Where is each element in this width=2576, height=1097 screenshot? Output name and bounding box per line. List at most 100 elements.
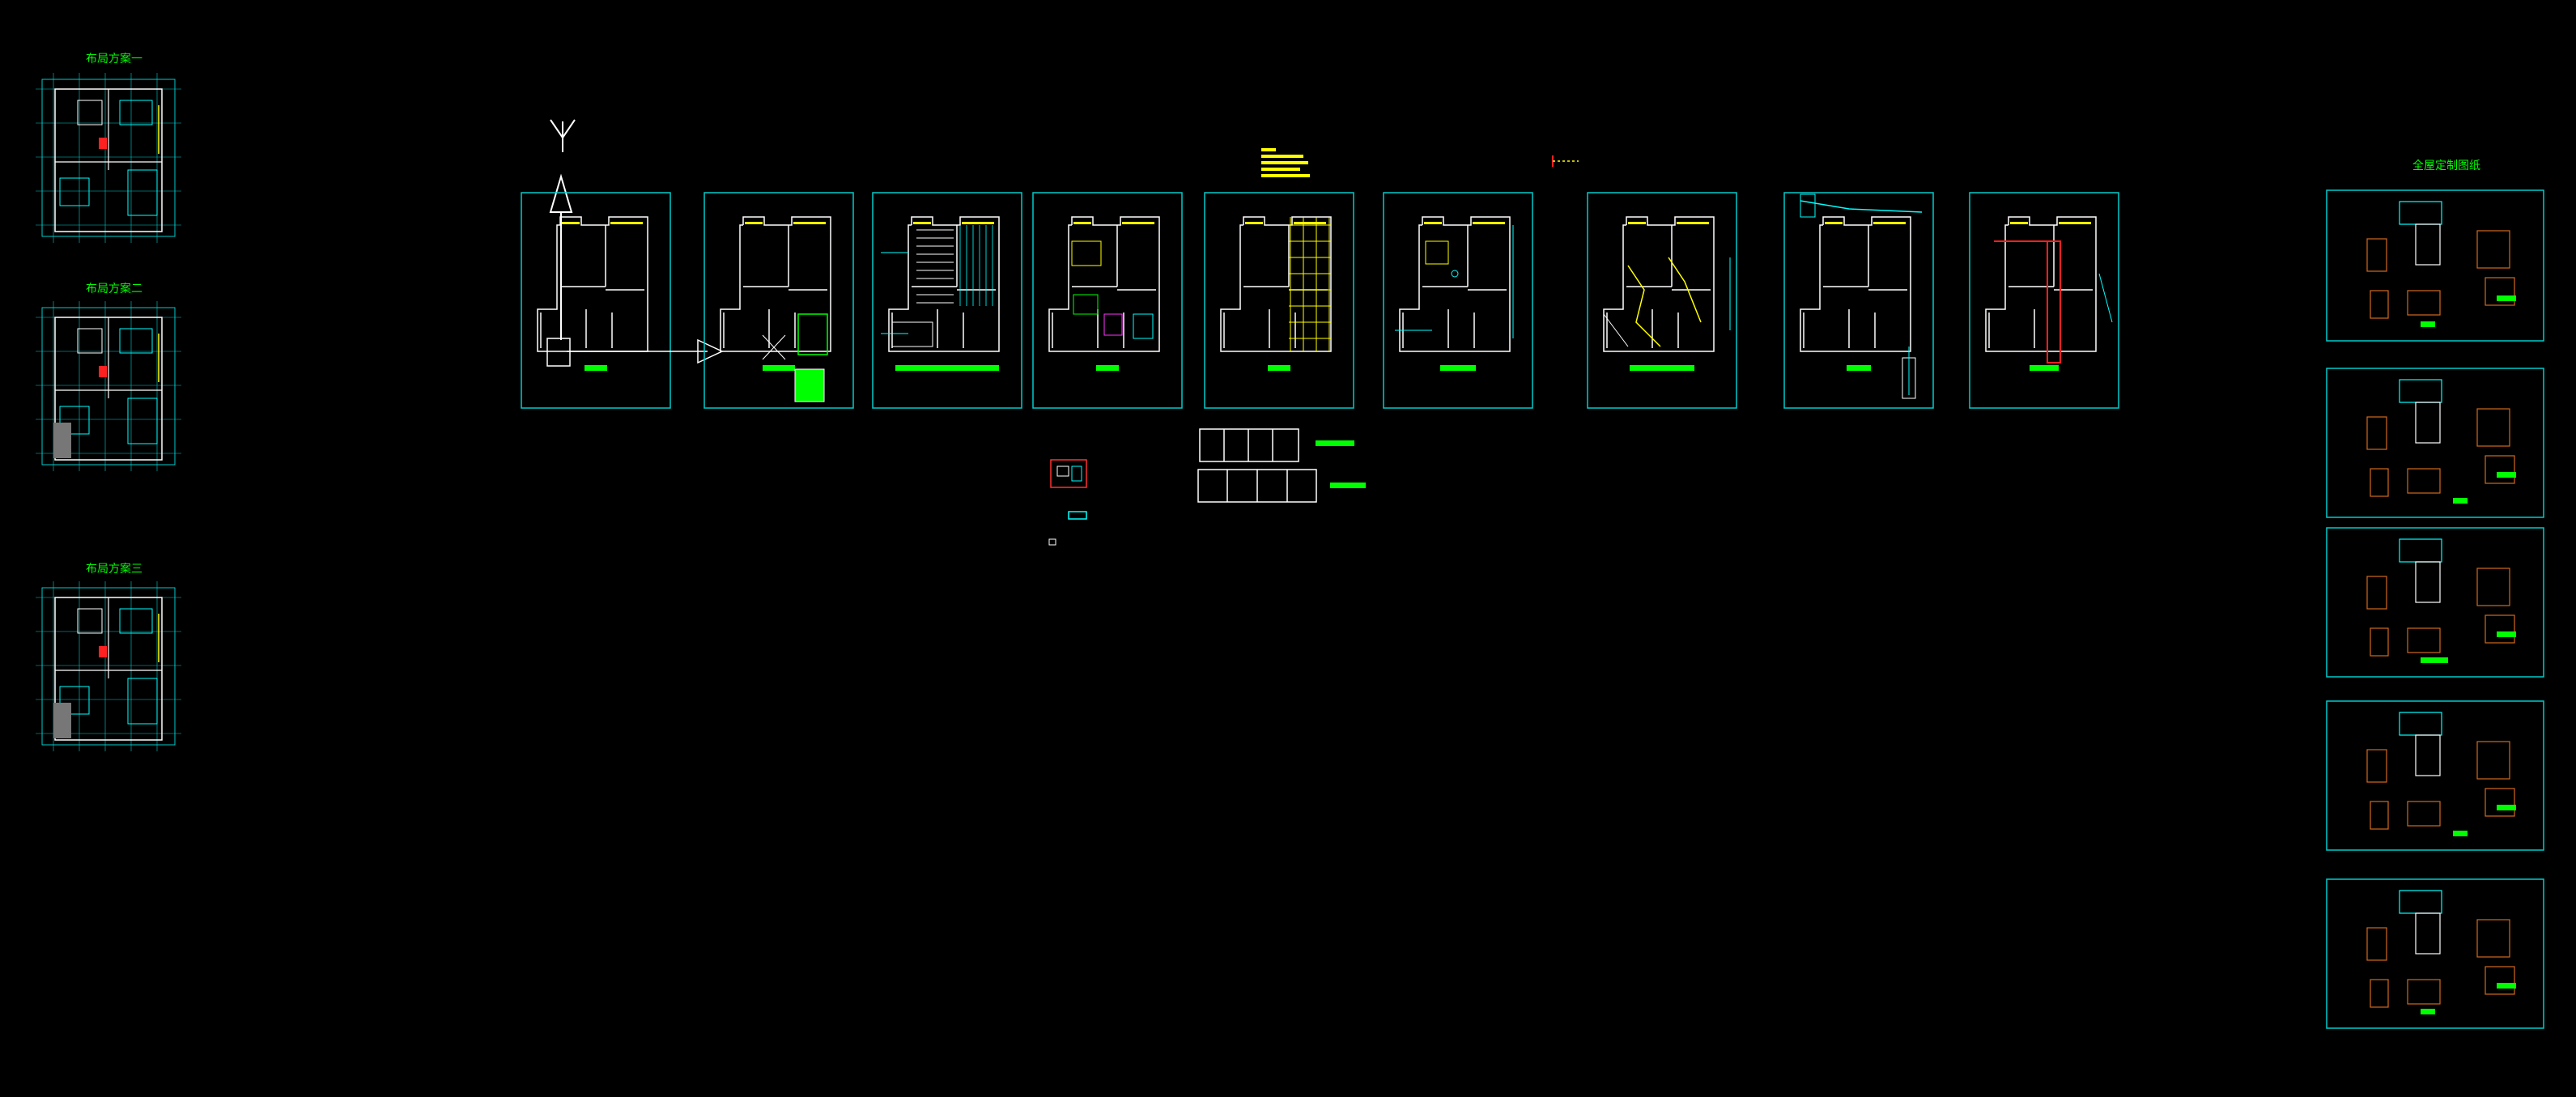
new-wall-block: [794, 368, 825, 402]
sofa-block: [59, 177, 90, 206]
sheet-label-bar: [584, 365, 607, 371]
layout-title-3: 布局方案三: [86, 563, 142, 576]
sheet-label-bar: [1440, 365, 1476, 371]
sheet-label-bar: [2421, 657, 2448, 663]
sheet-frame: [2326, 527, 2544, 678]
marker: [99, 646, 107, 657]
plan-window: [2010, 222, 2028, 224]
sheet-frame: [2326, 700, 2544, 851]
kitchen-block: [127, 169, 158, 216]
drawing-sheet-5: [1204, 192, 1354, 409]
sheet-label-bar: [2421, 1009, 2435, 1014]
cabinet-elevation: [2366, 238, 2387, 272]
legend-table-2-label: [1330, 483, 1366, 488]
cabinet-elevation: [2370, 801, 2389, 830]
sheet-frame: [1587, 192, 1737, 409]
plan-window: [1122, 222, 1154, 224]
dimension-frame: [41, 587, 176, 746]
ucs-y-axis-icon: [550, 119, 576, 152]
furniture-block: [1133, 313, 1154, 339]
bed-block: [1071, 240, 1102, 266]
custom-drawings-title: 全屋定制图纸: [2412, 159, 2480, 172]
plan-window: [1473, 222, 1505, 224]
plan-window: [562, 222, 580, 224]
plan-window: [2059, 222, 2091, 224]
marker: [99, 366, 107, 377]
section-marker: [1552, 155, 1579, 167]
sheet-label-bar: [2497, 631, 2516, 637]
demolition-cross: [762, 334, 786, 360]
cabinet-elevation: [2485, 277, 2515, 306]
cabinet-elevation: [2407, 801, 2441, 827]
cabinet-elevation: [2370, 468, 2389, 497]
custom-sheet-1: [2326, 189, 2544, 342]
custom-sheet-5: [2326, 878, 2544, 1029]
sheet-label-bar: [2497, 983, 2516, 989]
cabinet-elevation: [2370, 627, 2389, 657]
cabinet-elevation: [2415, 223, 2441, 266]
plan-outer-wall: [1985, 216, 2097, 352]
custom-sheet-2: [2326, 368, 2544, 518]
leader-line: [2098, 273, 2113, 323]
bed-block: [119, 608, 153, 634]
sheet-label-bar: [1096, 365, 1119, 371]
detail-thumbnail: [1048, 459, 1087, 546]
plan-window: [1294, 222, 1326, 224]
sheet-frame: [1783, 192, 1934, 409]
cabinet-elevation: [2485, 455, 2515, 484]
sheet-frame: [704, 192, 854, 409]
pipe-block: [1800, 193, 1816, 218]
sheet-label-bar: [1268, 365, 1290, 371]
hatched-area: [53, 423, 71, 458]
cabinet-elevation: [2407, 627, 2441, 653]
cabinet-elevation: [2370, 290, 2389, 319]
note-block: [1261, 148, 1310, 177]
layout-plan-1: [36, 73, 181, 243]
bed-block: [77, 328, 103, 354]
cabinet-elevation: [2407, 468, 2441, 494]
plan-window: [1073, 222, 1091, 224]
marker: [99, 138, 107, 149]
custom-sheets-column: [2326, 189, 2544, 1029]
sheet-label-bar: [2453, 498, 2468, 504]
drawing-sheet-3: [872, 192, 1022, 409]
bed-block: [119, 328, 153, 354]
cabinet-elevation: [2485, 966, 2515, 995]
sofa-block: [59, 406, 90, 435]
sheet-frame: [2326, 189, 2544, 342]
furniture-block: [1073, 294, 1099, 315]
drawing-sheet-8: [1783, 192, 1934, 409]
layout-plan-3: [36, 581, 181, 751]
cabinet-elevation: [2415, 561, 2441, 603]
kitchen-block: [127, 678, 158, 725]
sheet-frame: [2326, 368, 2544, 518]
sofa-block: [59, 686, 90, 715]
drawing-sheet-1: [521, 192, 724, 409]
sheet-label-bar: [2497, 805, 2516, 810]
plan-window: [793, 222, 826, 224]
wiring-path: [1668, 257, 1702, 323]
bed-block: [77, 608, 103, 634]
green-zone: [797, 313, 828, 355]
cabinet-elevation: [2476, 230, 2510, 269]
layout-plan-2: [36, 301, 181, 471]
dimension-frame: [41, 79, 176, 237]
drawing-sheet-4: [1032, 192, 1183, 409]
cabinet-elevation: [2476, 741, 2510, 780]
drawing-sheet-2: [704, 192, 854, 409]
plan-outer-wall: [537, 216, 648, 352]
drawing-sheet-9: [1969, 192, 2119, 409]
plan-window: [962, 222, 994, 224]
bed-block: [77, 100, 103, 125]
plan-outer-wall: [888, 216, 1000, 352]
red-zone: [2047, 240, 2061, 364]
plan-window: [1825, 222, 1843, 224]
cabinet-elevation: [2476, 408, 2510, 447]
legend-table-2: [1197, 469, 1317, 503]
sheet-frame: [872, 192, 1022, 409]
cabinet-elevation: [2485, 614, 2515, 644]
cabinet-elevation: [2415, 402, 2441, 444]
cabinet-elevation: [2366, 749, 2387, 783]
